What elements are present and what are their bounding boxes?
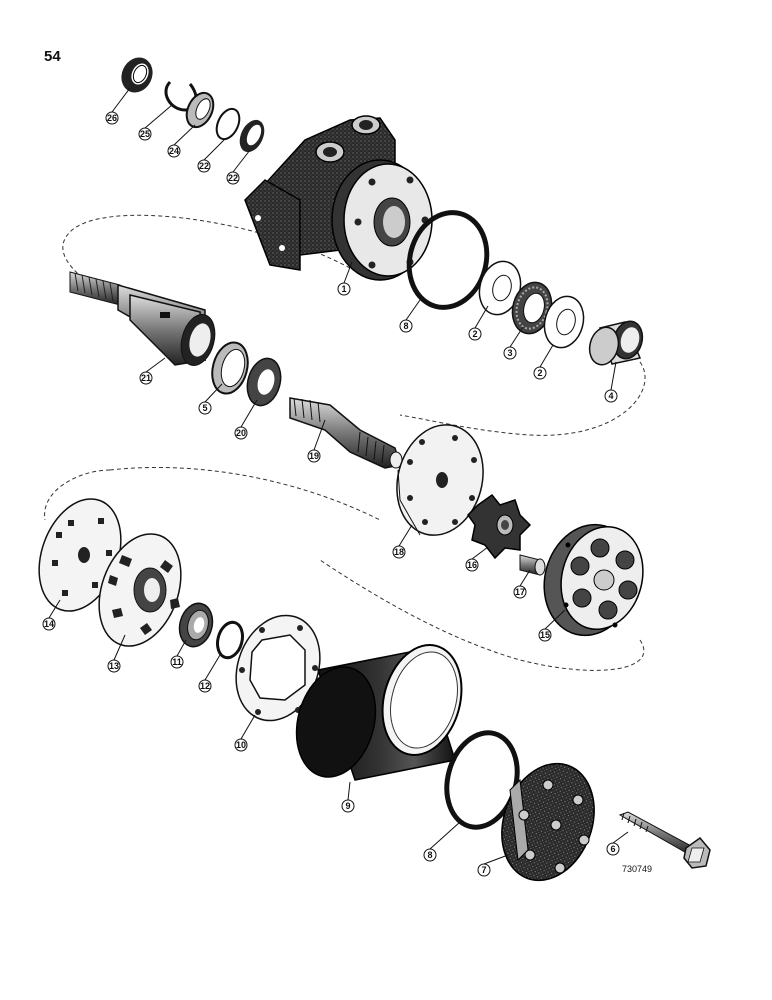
part-washer-22a [215,107,241,141]
callout-7: 7 [477,863,491,877]
callout-1: 1 [337,282,351,296]
svg-text:17: 17 [515,587,525,597]
callout-20: 20 [234,426,248,440]
svg-text:21: 21 [141,373,151,383]
svg-text:5: 5 [202,403,207,413]
part-seal-22b [239,119,265,153]
callout-24: 24 [167,144,181,158]
svg-text:2: 2 [537,368,542,378]
figure-id: 730749 [622,864,653,874]
part-geroler-15 [543,523,644,637]
part-bearing-race-5 [211,341,249,395]
callout-21: 21 [139,371,153,385]
callout-13: 13 [107,659,121,673]
part-housing-sleeve-9 [295,644,463,781]
part-ring-12 [216,620,244,660]
svg-text:8: 8 [403,321,408,331]
part-roller-17 [519,554,546,576]
part-ring-24 [185,91,215,129]
callout-10: 10 [234,738,248,752]
svg-text:8: 8 [427,850,432,860]
callout-labels: 26 25 24 22 22 1 8 2 3 2 4 21 5 20 19 18… [42,111,620,877]
svg-text:18: 18 [394,547,404,557]
svg-text:10: 10 [236,740,246,750]
svg-text:16: 16 [467,560,477,570]
callout-17: 17 [513,585,527,599]
callout-22a: 22 [197,159,211,173]
svg-text:9: 9 [345,801,350,811]
callout-22b: 22 [226,171,240,185]
svg-text:15: 15 [540,630,550,640]
part-housing-1 [244,115,433,281]
svg-text:13: 13 [109,661,119,671]
svg-text:2: 2 [472,329,477,339]
svg-text:26: 26 [107,113,117,123]
svg-text:3: 3 [507,348,512,358]
callouts [48,87,629,865]
callout-5: 5 [198,401,212,415]
part-bearing-11 [178,602,214,648]
part-end-plate-14 [38,498,122,612]
callout-19: 19 [307,449,321,463]
callout-6: 6 [606,842,620,856]
part-manifold-plate-13 [98,533,182,647]
callout-18: 18 [392,545,406,559]
part-output-shaft-21 [69,271,216,366]
callout-3: 3 [503,346,517,360]
callout-15: 15 [538,628,552,642]
page-number: 54 [44,48,61,65]
callout-8a: 8 [399,319,413,333]
part-o-ring-8a [406,210,490,310]
svg-text:22: 22 [199,161,209,171]
svg-text:14: 14 [44,619,54,629]
callout-12: 12 [198,679,212,693]
part-valve-plate-18 [396,424,484,536]
svg-text:11: 11 [172,657,182,667]
assembly-guide-lines [44,214,646,671]
part-snap-ring-25 [164,80,198,112]
callout-25: 25 [138,127,152,141]
callout-4: 4 [604,389,618,403]
svg-text:1: 1 [341,284,346,294]
part-thrust-bearing-20 [246,357,282,407]
svg-text:7: 7 [481,865,486,875]
part-drive-link-19 [289,397,403,469]
svg-text:4: 4 [608,391,613,401]
part-seal-26 [121,57,153,93]
callout-9: 9 [341,799,355,813]
part-needle-bearing-4 [588,320,644,366]
callout-16: 16 [465,558,479,572]
svg-text:20: 20 [236,428,246,438]
svg-text:24: 24 [169,146,179,156]
svg-text:12: 12 [200,681,210,691]
callout-14: 14 [42,617,56,631]
svg-text:22: 22 [228,173,238,183]
svg-text:6: 6 [610,844,615,854]
svg-text:25: 25 [140,129,150,139]
svg-text:19: 19 [309,451,319,461]
part-cap-screw-6 [618,811,711,869]
callout-26: 26 [105,111,119,125]
part-thrust-washer-2b [543,295,585,349]
callout-2b: 2 [533,366,547,380]
part-star-rotor-16 [467,493,532,560]
callout-2a: 2 [468,327,482,341]
part-end-cap-7 [501,762,595,882]
callout-8b: 8 [423,848,437,862]
callout-11: 11 [170,655,184,669]
